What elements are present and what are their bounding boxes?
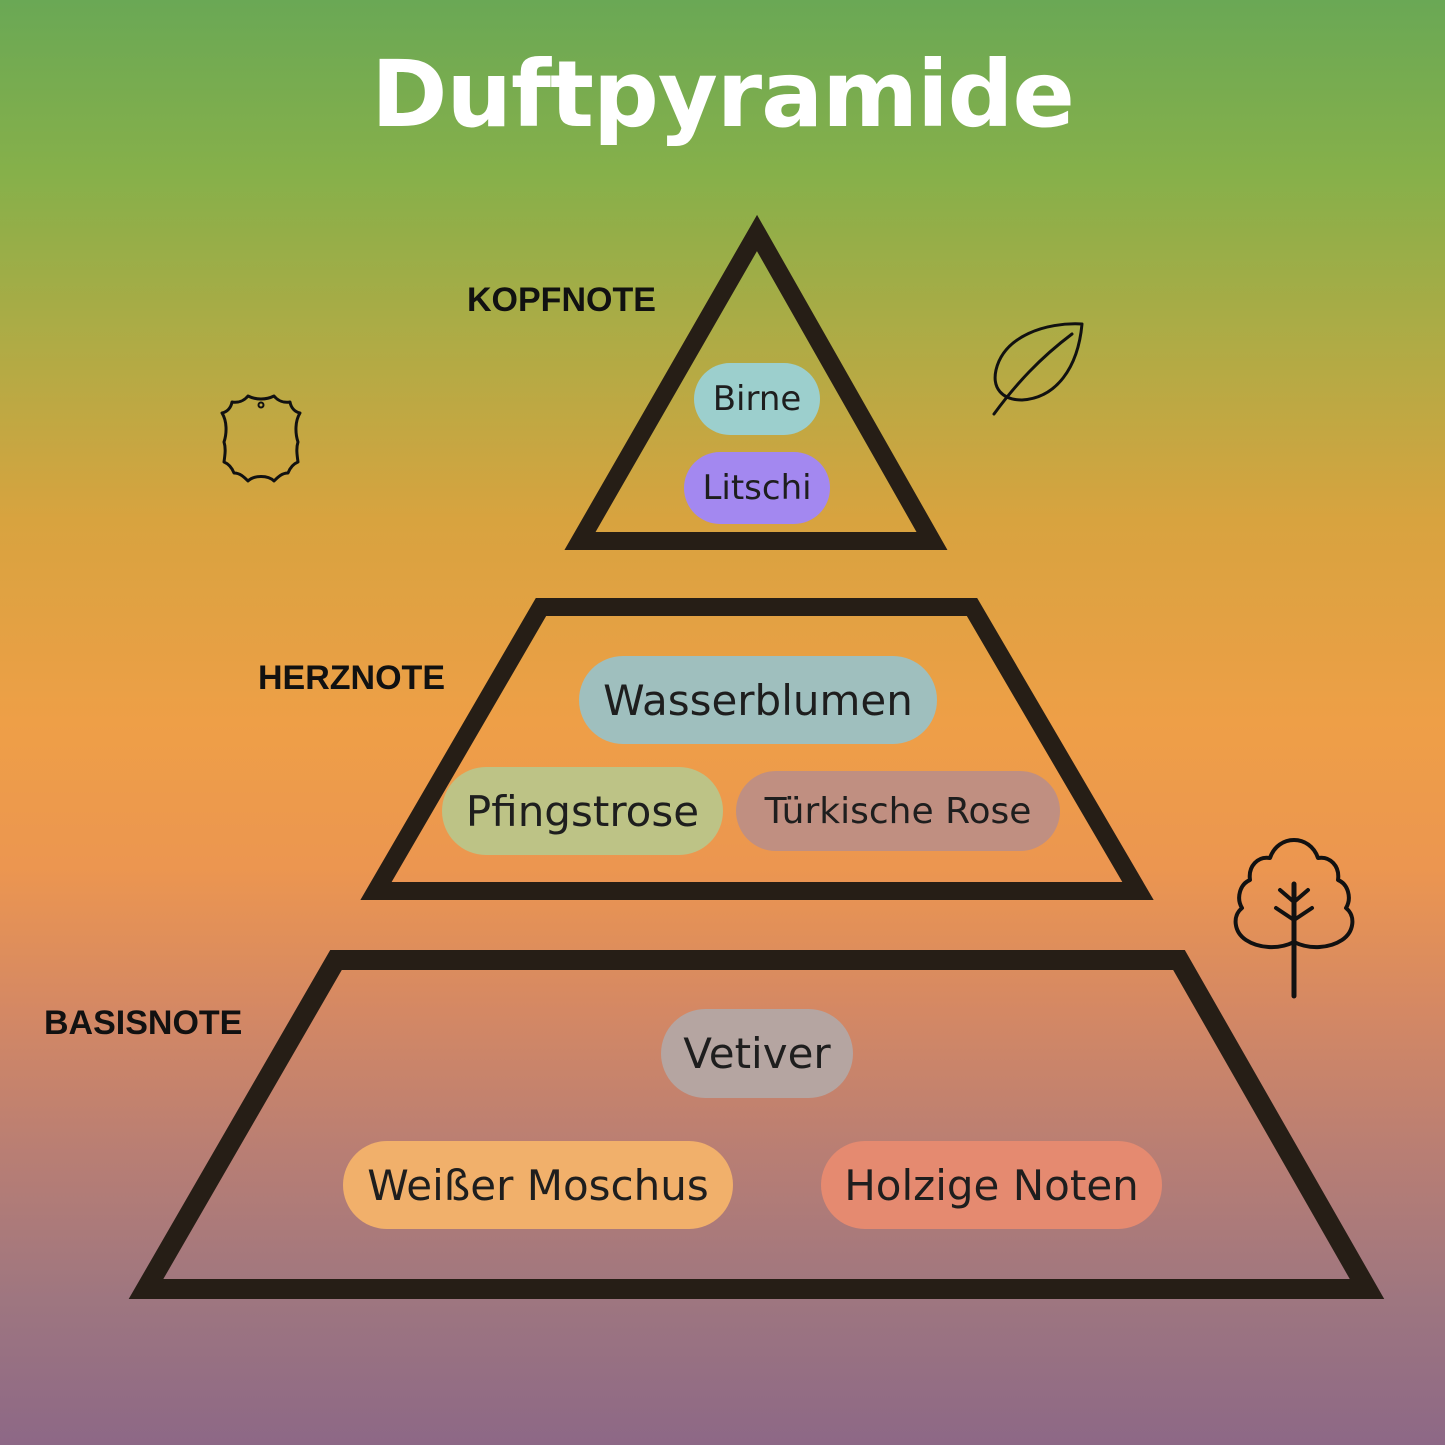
note-name: Holzige Noten	[844, 1160, 1139, 1210]
note-pill-weisser-moschus: Weißer Moschus	[343, 1141, 733, 1229]
base-note-label: BASISNOTE	[44, 1004, 243, 1042]
top-note-label: KOPFNOTE	[467, 281, 656, 319]
note-pill-holzige-noten: Holzige Noten	[821, 1141, 1162, 1229]
leather-icon	[220, 394, 302, 483]
note-pill-wasserblumen: Wasserblumen	[579, 656, 937, 744]
note-name: Birne	[712, 379, 802, 419]
note-name: Litschi	[702, 468, 812, 508]
top-tier-outline	[564, 214, 948, 550]
page-title: Duftpyramide	[371, 41, 1075, 148]
note-pill-tuerkische-rose: Türkische Rose	[736, 771, 1060, 851]
note-name: Weißer Moschus	[367, 1160, 709, 1210]
heart-tier-outline	[360, 598, 1154, 900]
leaf-icon	[992, 322, 1084, 416]
heart-note-label: HERZNOTE	[258, 659, 445, 697]
tree-icon	[1233, 838, 1355, 999]
base-tier-outline	[128, 950, 1385, 1299]
note-pill-vetiver: Vetiver	[661, 1009, 853, 1098]
note-name: Vetiver	[683, 1029, 831, 1078]
note-name: Pfingstrose	[465, 786, 700, 836]
note-pill-pfingstrose: Pfingstrose	[442, 767, 723, 855]
note-pill-litschi: Litschi	[684, 452, 830, 524]
note-name: Wasserblumen	[603, 675, 913, 725]
note-pill-birne: Birne	[694, 363, 820, 435]
note-name: Türkische Rose	[764, 790, 1032, 832]
